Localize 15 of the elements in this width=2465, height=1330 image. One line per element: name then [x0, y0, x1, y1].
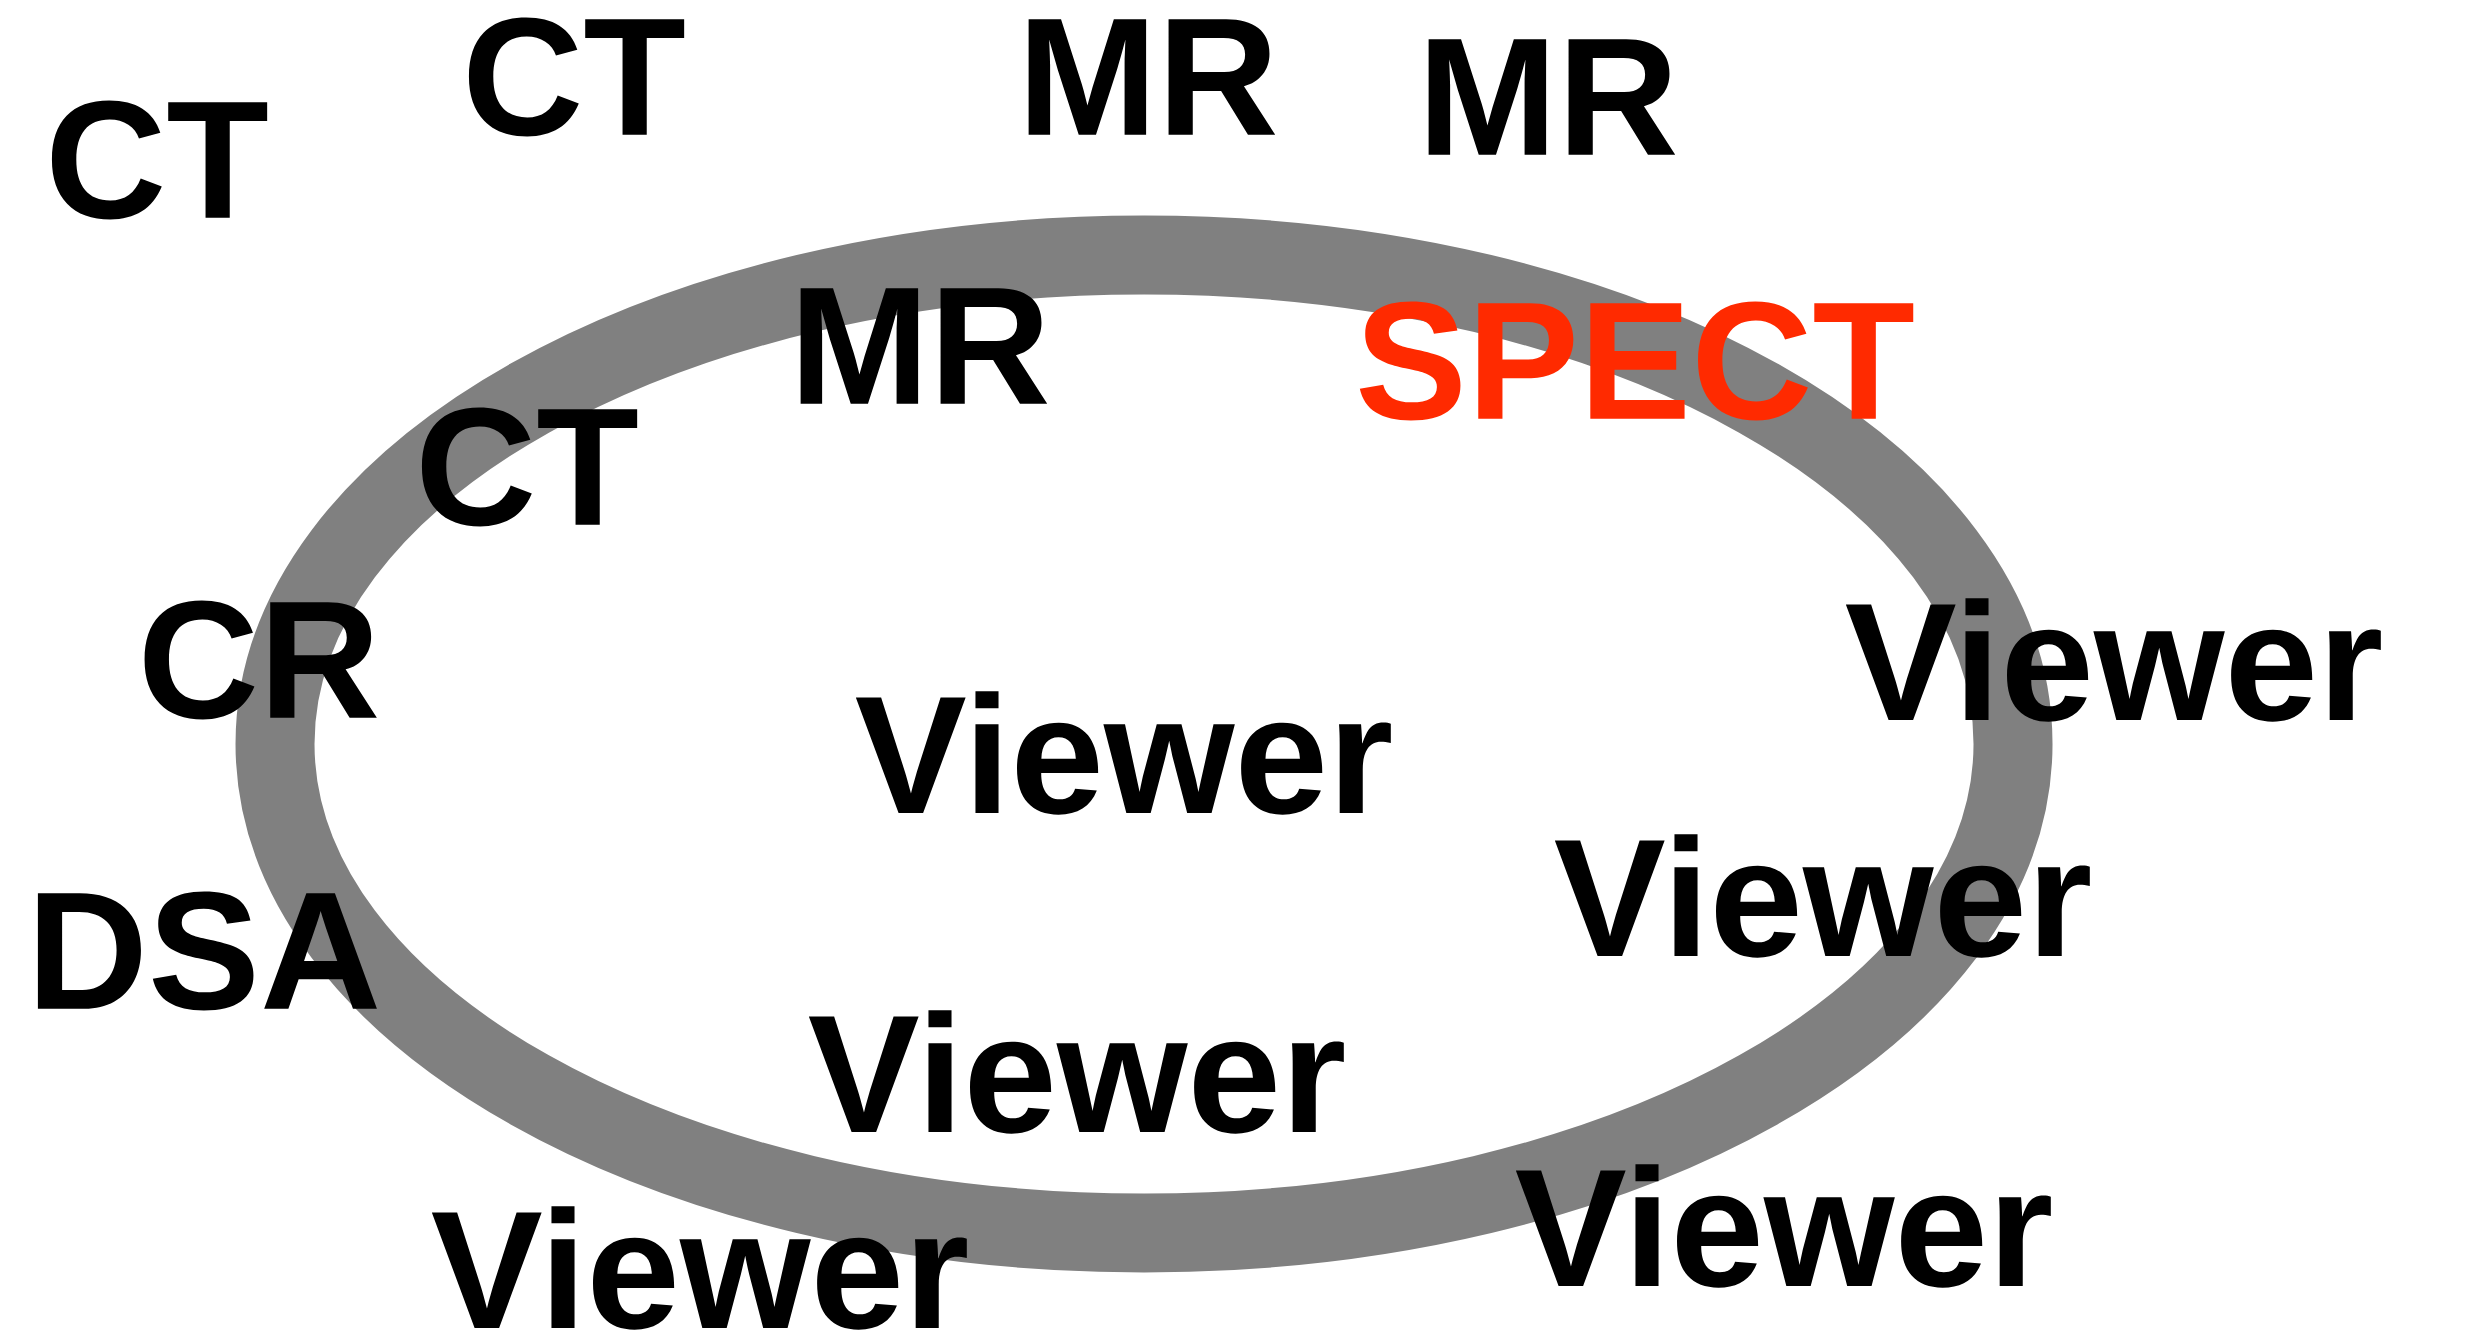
modality-label: Viewer: [1845, 598, 2381, 722]
modality-label: MR: [1428, 39, 1676, 155]
modality-label: Viewer: [1515, 1164, 2051, 1288]
modality-label: CT: [51, 100, 268, 220]
modality-label: SPECT: [1359, 301, 1914, 421]
modality-label: MR: [1028, 19, 1276, 135]
modality-label: CT: [421, 407, 638, 527]
modality-label: Viewer: [808, 1010, 1344, 1134]
modality-label: Viewer: [431, 1206, 967, 1330]
modality-label: CR: [144, 600, 377, 720]
modality-label: Viewer: [1554, 834, 2090, 958]
modality-label: Viewer: [855, 691, 1391, 815]
modality-label: MR: [800, 288, 1048, 404]
modality-label: DSA: [37, 891, 377, 1011]
modality-label: CT: [468, 17, 685, 137]
